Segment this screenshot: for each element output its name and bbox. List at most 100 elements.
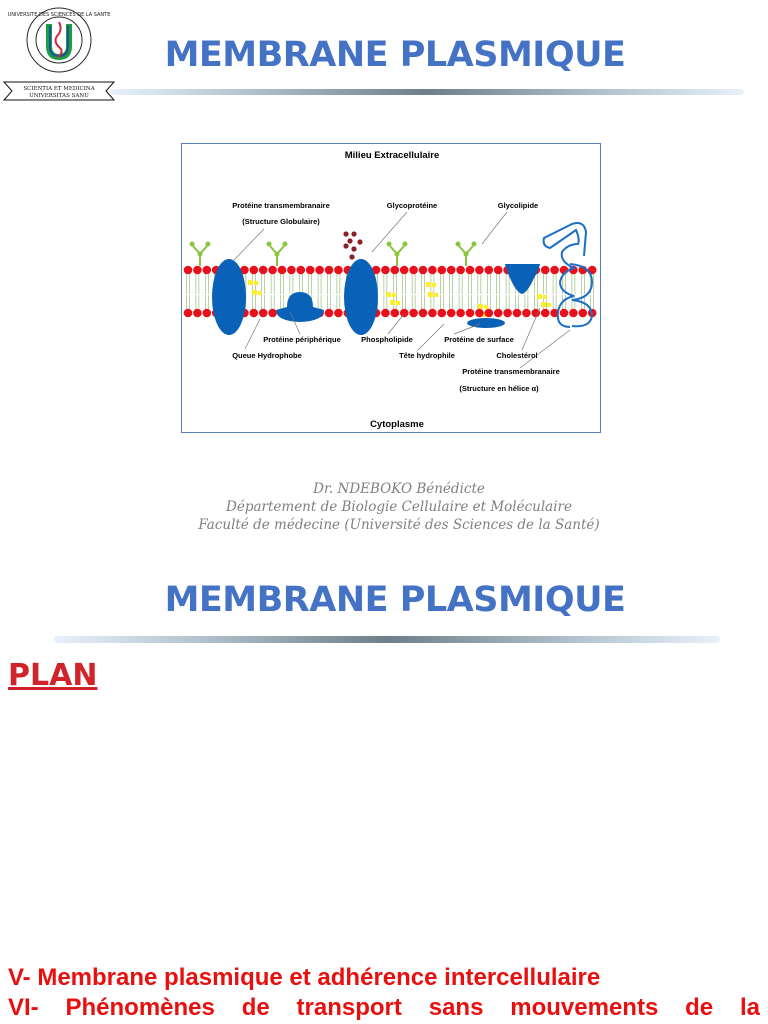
phospholipid-head [447,266,456,275]
cholesterol-block [392,293,396,297]
section-divider [54,636,720,643]
phospholipid-head [297,266,306,275]
glycoprotein-sugar [343,231,348,236]
cholesterol-block [390,300,395,305]
author-credits: Dr. NDEBOKO Bénédicte Département de Bio… [0,480,768,534]
phospholipid-head [428,266,437,275]
cytoplasm-label: Cytoplasme [370,419,424,430]
phospholipid-head [184,266,193,275]
cholesterol-block [396,301,400,305]
phospholipid-head [334,266,343,275]
phospholipid-head [456,266,465,275]
glycoprotein-sugar [349,254,354,259]
phospholipid-head [193,266,202,275]
hydrophilic-head-label: Tête hydrophile [399,351,455,360]
cholesterol-block [541,302,546,307]
author-name: Dr. NDEBOKO Bénédicte [0,480,768,498]
glycan-sugar [403,242,408,247]
glycoprotein-sugar [351,231,356,236]
page-title: MEMBRANE PLASMIQUE [0,35,768,75]
cholesterol-block [547,303,551,307]
transmembrane-helix-sublabel: (Structure en hélice α) [459,384,539,393]
phospholipid-head [513,309,522,318]
glycan-sugar [275,252,280,257]
phospholipid-label: Phospholipide [361,335,413,344]
phospholipid-head [203,266,212,275]
phospholipid-head [503,309,512,318]
phospholipid-head [419,309,428,318]
cholesterol-block [248,280,253,285]
phospholipid-head [409,266,418,275]
phospholipid-head [466,309,475,318]
cholesterol-block [254,281,258,285]
phospholipid-head [325,309,334,318]
phospholipid-head [391,309,400,318]
cholesterol-block [258,291,262,295]
phospholipid-head [184,309,193,318]
phospholipid-head [541,309,550,318]
plan-item: VI- Phénomènes de transport sans mouveme… [8,993,760,1023]
phospholipid-head [259,266,268,275]
phospholipid-head [494,309,503,318]
surface-protein-label: Protéine de surface [444,335,514,344]
phospholipid-head [315,266,324,275]
phospholipid-head [306,266,315,275]
glycan-sugar [472,242,477,247]
phospholipid-head [268,309,277,318]
cholesterol-block [426,282,431,287]
glycan-sugar [283,242,288,247]
cholesterol-block [386,292,391,297]
glycan-sugar [387,242,392,247]
transmembrane-protein-globular-2 [344,259,378,335]
peripheral-protein-label: Protéine périphérique [263,335,341,344]
phospholipid-head [203,309,212,318]
phospholipid-head [550,266,559,275]
glycoprotein-sugar [351,246,356,251]
phospholipid-head [569,309,578,318]
cholesterol-block [428,292,433,297]
phospholipid-head [193,309,202,318]
phospholipid-head [475,309,484,318]
glycan-sugar [456,242,461,247]
author-department: Département de Biologie Cellulaire et Mo… [0,498,768,516]
glycan-sugar [464,252,469,257]
logo-banner-line1: SCIENTIA ET MEDICINA [23,86,95,92]
phospholipid-head [381,266,390,275]
phospholipid-head [456,309,465,318]
section-title: MEMBRANE PLASMIQUE [0,580,768,620]
membrane-diagram: Milieu Extracellulaire Protéine transmem… [181,143,601,433]
glycolipid-label: Glycolipide [498,201,538,210]
phospholipid-head [428,309,437,318]
phospholipid-head [485,309,494,318]
phospholipid-head [278,266,287,275]
glycoprotein-sugar [347,238,352,243]
phospholipid-head [287,266,296,275]
phospholipid-head [466,266,475,275]
cholesterol-block [432,283,436,287]
cholesterol-block [537,294,542,299]
transmembrane-protein-globular-1 [212,259,246,335]
glycan-sugar [198,252,203,257]
phospholipid-head [438,309,447,318]
plan-outline: V- Membrane plasmique et adhérence inter… [8,963,760,1023]
phospholipid-head [409,309,418,318]
glycan-sugar [395,252,400,257]
phospholipid-head [334,309,343,318]
author-faculty: Faculté de médecine (Université des Scie… [0,516,768,534]
cholesterol-block [434,293,438,297]
plan-item: V- Membrane plasmique et adhérence inter… [8,963,760,993]
phospholipid-head [400,266,409,275]
transmembrane-helix-label: Protéine transmembranaire [462,367,560,376]
phospholipid-head [438,266,447,275]
cholesterol-block [484,305,488,309]
phospholipid-head [325,266,334,275]
glycoprotein-sugar [357,239,362,244]
glycoprotein-sugar [343,243,348,248]
membrane-protein-surface-top [505,264,540,294]
transmembrane-globular-label: Protéine transmembranaire [232,201,330,210]
phospholipid-head [447,309,456,318]
glycan-sugar [190,242,195,247]
phospholipid-head [475,266,484,275]
glycoprotein-chain [343,231,362,259]
cholesterol-block [252,290,257,295]
